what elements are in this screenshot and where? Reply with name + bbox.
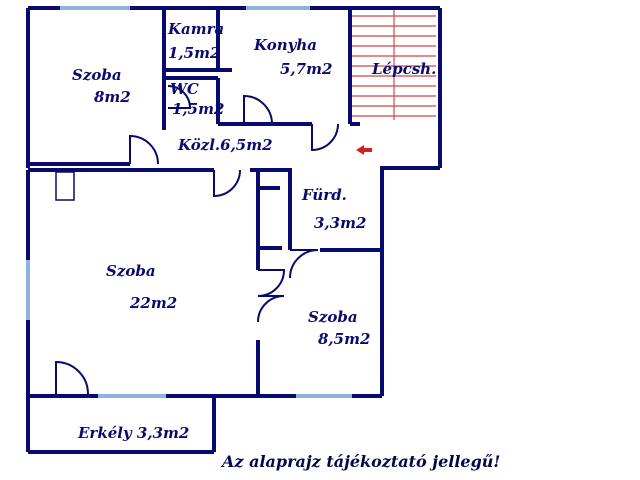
kozlekedo-label: Közl.6,5m2 [178, 136, 273, 154]
szoba-medium-area: 8,5m2 [318, 330, 371, 348]
windows [26, 6, 352, 398]
konyha-area: 5,7m2 [280, 60, 333, 78]
szoba-large-name: Szoba [106, 262, 156, 280]
szoba-large-area: 22m2 [130, 294, 178, 312]
szoba-small-area: 8m2 [94, 88, 131, 106]
chimney [55, 171, 75, 201]
furdo-name: Fürd. [302, 186, 347, 204]
lepcsohaz-name: Lépcsh. [372, 60, 437, 78]
erkely-label: Erkély 3,3m2 [78, 424, 190, 442]
wc-area: 1,5m2 [172, 100, 225, 118]
walls [26, 6, 442, 454]
staircase [352, 10, 436, 120]
red-arrow-left-icon [356, 145, 372, 155]
furdo-area: 3,3m2 [314, 214, 367, 232]
door-swings [55, 85, 339, 395]
disclaimer-note: Az alaprajz tájékoztató jellegű! [222, 452, 501, 471]
szoba-small-name: Szoba [72, 66, 122, 84]
wc-name: WC [170, 80, 199, 98]
szoba-medium-name: Szoba [308, 308, 358, 326]
konyha-name: Konyha [254, 36, 317, 54]
kamra-name: Kamra [168, 20, 225, 38]
kamra-area: 1,5m2 [168, 44, 221, 62]
